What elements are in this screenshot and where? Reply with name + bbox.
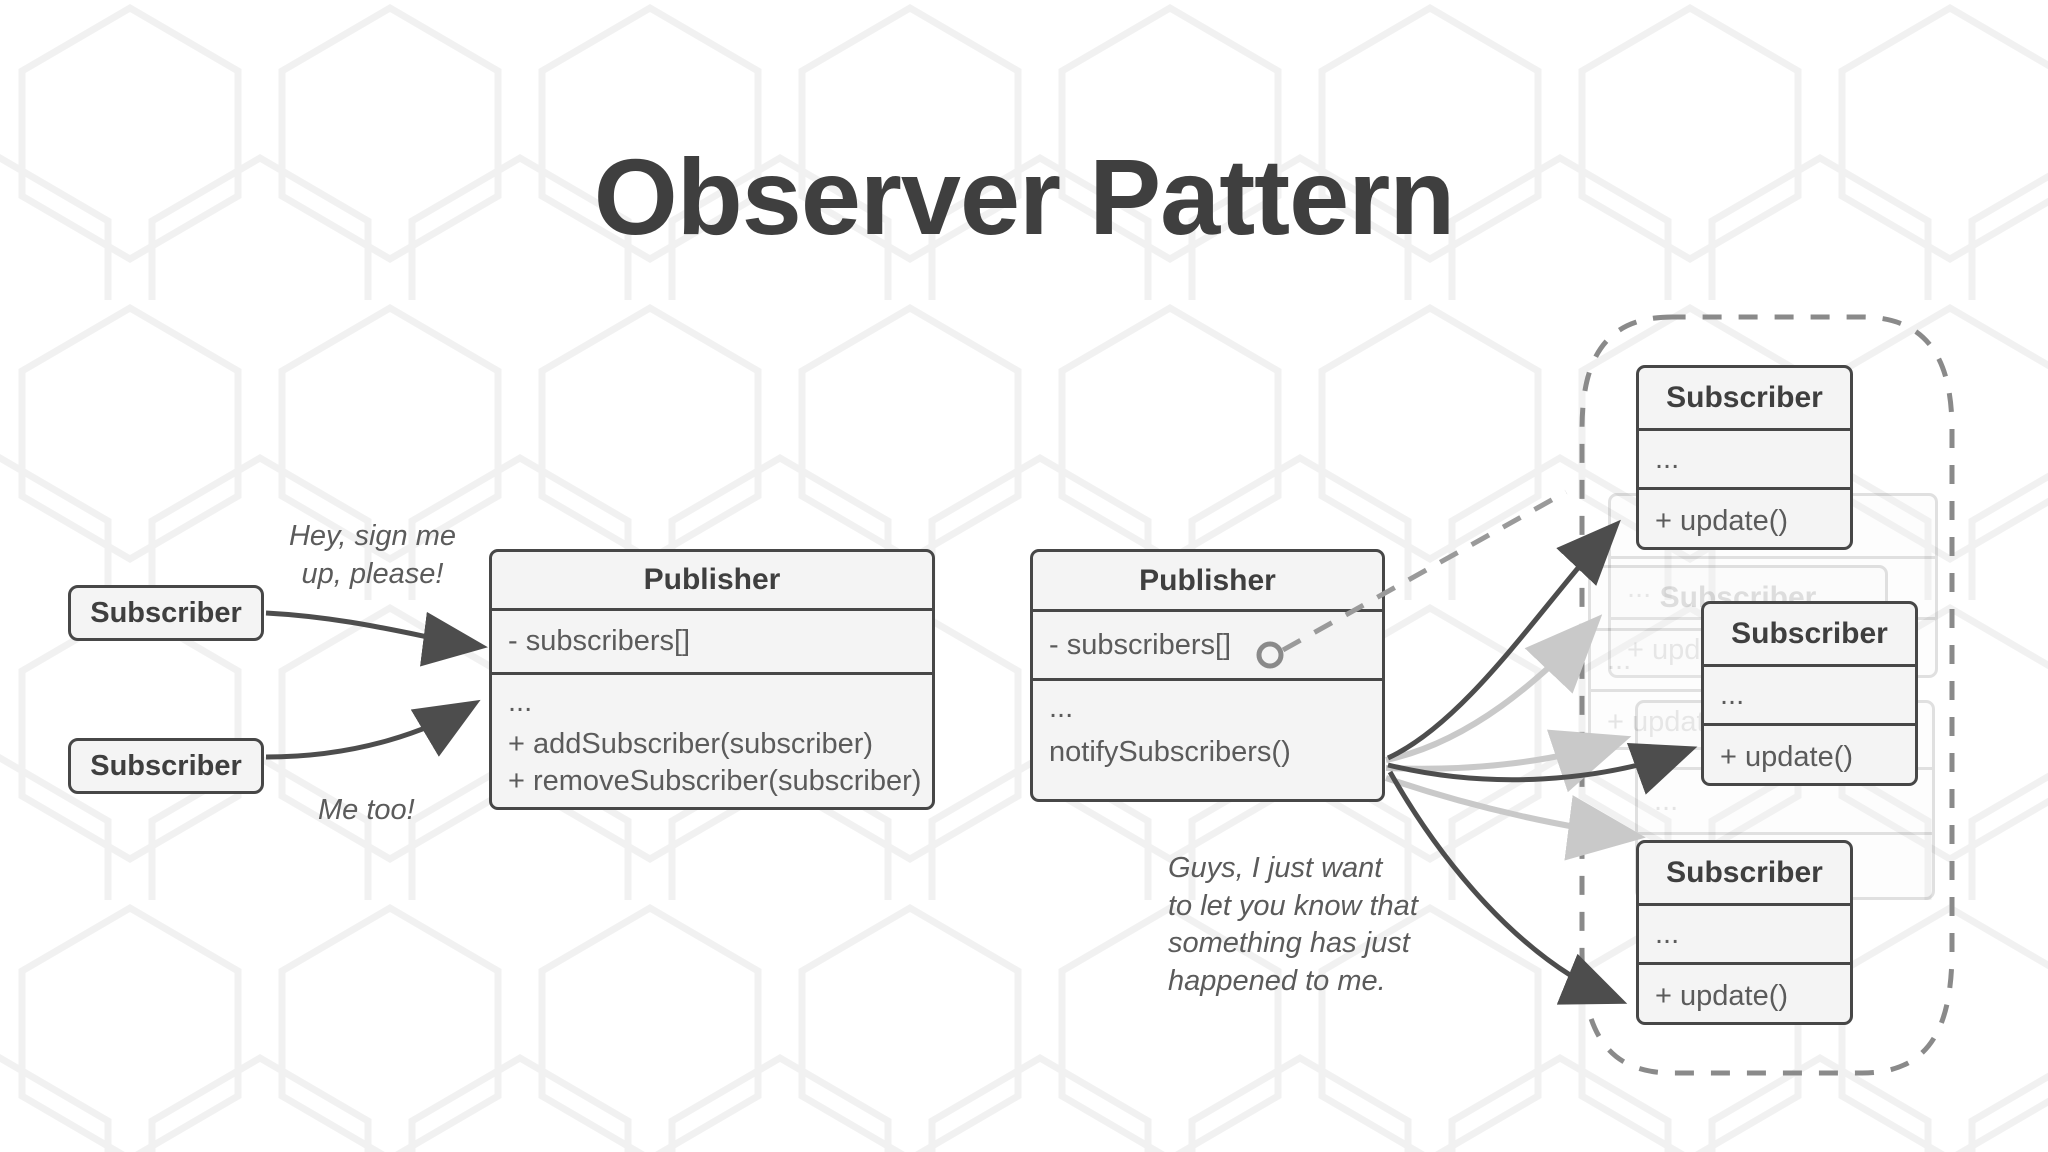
- subscriber-2-name: Subscriber: [1731, 617, 1888, 650]
- page-title: Observer Pattern: [593, 136, 1455, 257]
- left-publisher-name: Publisher: [643, 563, 781, 596]
- left-publisher-attribute-0: - subscribers[]: [508, 625, 691, 657]
- subscriber-2-attribute-0: ...: [1720, 678, 1745, 711]
- annotation-sign-me-up: Hey, sign me up, please!: [288, 520, 457, 590]
- right-publisher-methods: ... notifySubscribers(): [1033, 681, 1382, 799]
- left-subscriber-top[interactable]: Subscriber: [68, 585, 264, 641]
- right-publisher-method-1: notifySubscribers(): [1049, 735, 1291, 768]
- right-publisher-name: Publisher: [1139, 563, 1276, 597]
- right-publisher-method-0: ...: [1049, 692, 1074, 724]
- subscriber-3-name: Subscriber: [1666, 856, 1823, 889]
- left-subscriber-bottom[interactable]: Subscriber: [68, 738, 264, 794]
- subscriber-class-3[interactable]: Subscriber ... + update(): [1636, 840, 1853, 1025]
- subscriber-3-method-0: + update(): [1655, 980, 1789, 1012]
- subscriber-1-attribute-0: ...: [1655, 442, 1680, 475]
- subscriber-class-1[interactable]: Subscriber ... + update(): [1636, 365, 1853, 550]
- left-publisher-class[interactable]: Publisher - subscribers[] ... + addSubsc…: [489, 549, 935, 810]
- annotation-me-too: Me too!: [318, 794, 415, 826]
- annotation-notify-message: Guys, I just want to let you know that s…: [1168, 852, 1418, 998]
- left-subscriber-top-label: Subscriber: [90, 596, 242, 629]
- subscriber-class-2[interactable]: Subscriber ... + update(): [1701, 601, 1918, 786]
- right-publisher-attribute-0: - subscribers[]: [1049, 628, 1232, 661]
- left-subscriber-bottom-label: Subscriber: [90, 749, 242, 782]
- right-publisher-class[interactable]: Publisher - subscribers[] ... notifySubs…: [1030, 549, 1385, 802]
- left-publisher-method-1: + addSubscriber(subscriber): [508, 727, 874, 760]
- subscriber-2-method-0: + update(): [1720, 741, 1854, 773]
- left-publisher-method-2: + removeSubscriber(subscriber): [508, 765, 922, 798]
- subscriber-1-method-0: + update(): [1655, 505, 1789, 537]
- left-publisher-method-0: ...: [508, 686, 533, 718]
- subscriber-3-attribute-0: ...: [1655, 917, 1680, 950]
- subscriber-1-name: Subscriber: [1666, 381, 1823, 414]
- subscribe-arrows: [265, 610, 488, 760]
- left-publisher-methods: ... + addSubscriber(subscriber) + remove…: [492, 675, 932, 810]
